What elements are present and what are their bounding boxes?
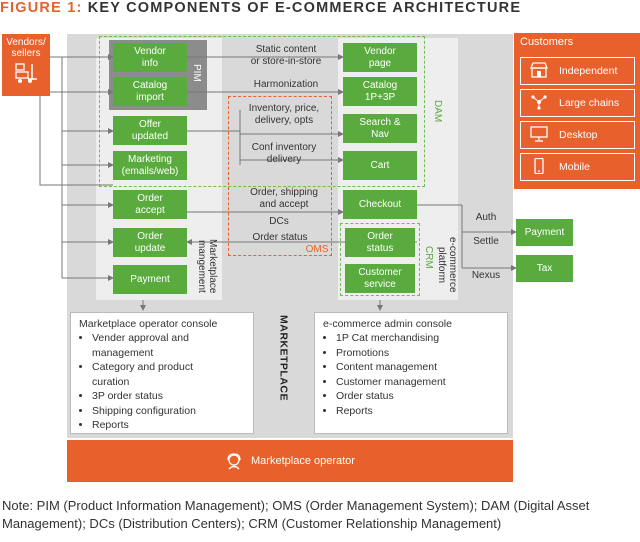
- forklift-icon: [15, 63, 37, 83]
- vendors-label: Vendors/ sellers: [6, 37, 46, 59]
- ecommerce-platform-tag: e-commerce platform: [436, 237, 458, 293]
- vendor-info-label: Vendor info: [134, 46, 166, 69]
- order-status-label: Order status: [366, 231, 394, 254]
- admin-console-item: 1P Cat merchandising: [336, 331, 499, 345]
- dam-group: [99, 36, 425, 187]
- storefront-icon: [527, 61, 551, 81]
- marketplace-payment-box: Payment: [113, 265, 187, 294]
- customer-desktop-label: Desktop: [559, 129, 598, 141]
- figure-title-prefix: FIGURE 1:: [0, 0, 83, 16]
- customer-desktop: Desktop: [520, 121, 635, 149]
- headset-person-icon: [225, 452, 243, 470]
- flow-label-static: Static content or store-in-store: [250, 44, 322, 67]
- catalog-import-label: Catalog import: [132, 80, 168, 103]
- tax-box: Tax: [516, 255, 573, 282]
- crm-group: [340, 223, 420, 296]
- marketplace-operator-label: Marketplace operator: [251, 455, 355, 467]
- flow-label-order-shipping: Order, shipping and accept: [250, 187, 318, 210]
- dam-tag: DAM: [432, 100, 443, 123]
- customer-service-label: Customer service: [358, 267, 402, 290]
- admin-console-item: Promotions: [336, 346, 499, 360]
- flow-label-inventory: Inventory, price, delivery, opts: [248, 103, 320, 126]
- marketplace-operator-bar: Marketplace operator: [67, 440, 513, 482]
- operator-console-title: Marketplace operator console: [79, 318, 218, 330]
- flow-label-dcs: DCs: [269, 216, 289, 227]
- payment-provider-label: Payment: [524, 226, 565, 238]
- admin-console-item: Reports: [336, 404, 499, 418]
- admin-console-item: Customer management: [336, 375, 499, 389]
- oms-group: [228, 96, 332, 256]
- flow-label-harmonization: Harmonization: [253, 79, 319, 90]
- checkout-label: Checkout: [358, 198, 402, 210]
- oms-tag: OMS: [305, 244, 329, 255]
- operator-console-item: Category and product curation: [92, 360, 245, 389]
- admin-console-title: e-commerce admin console: [323, 318, 452, 330]
- catalog-import-box: Catalog import: [113, 77, 187, 106]
- flow-label-nexus: Nexus: [471, 270, 501, 281]
- customer-mobile: Mobile: [520, 153, 635, 181]
- search-nav-label: Search & Nav: [359, 117, 401, 140]
- marketplace-payment-label: Payment: [130, 273, 170, 285]
- customers-title: Customers: [520, 36, 574, 48]
- marketing-box: Marketing (emails/web): [113, 151, 187, 180]
- flow-label-conf-inventory: Conf inventory delivery: [251, 142, 317, 165]
- vendors-box: Vendors/ sellers: [2, 34, 50, 96]
- monitor-icon: [527, 125, 551, 145]
- payment-provider-box: Payment: [516, 219, 573, 246]
- admin-console: e-commerce admin console 1P Cat merchand…: [314, 312, 508, 434]
- flow-label-auth: Auth: [475, 212, 497, 223]
- figure-title: FIGURE 1: KEY COMPONENTS OF E-COMMERCE A…: [0, 0, 521, 16]
- vendor-info-box: Vendor info: [113, 43, 187, 72]
- vendor-page-box: Vendor page: [343, 43, 417, 72]
- offer-updated-label: Offer updated: [131, 119, 169, 142]
- customer-independent-label: Independent: [559, 65, 618, 77]
- footnote: Note: PIM (Product Information Managemen…: [2, 498, 590, 531]
- customer-large-chains-label: Large chains: [559, 97, 620, 109]
- admin-console-item: Content management: [336, 360, 499, 374]
- catalog-1p3p-label: Catalog 1P+3P: [362, 80, 398, 103]
- customer-mobile-label: Mobile: [559, 161, 590, 173]
- marketplace-tag: MARKETPLACE: [277, 315, 290, 401]
- cart-box: Cart: [343, 151, 417, 180]
- operator-console-item: Shipping configuration: [92, 404, 245, 418]
- marketplace-management-tag: Marketplace mangement: [196, 238, 218, 294]
- figure-title-text: KEY COMPONENTS OF E-COMMERCE ARCHITECTUR…: [87, 0, 522, 16]
- order-update-box: Order update: [113, 228, 187, 257]
- order-update-label: Order update: [134, 231, 166, 254]
- search-nav-box: Search & Nav: [343, 114, 417, 143]
- order-accept-box: Order accept: [113, 190, 187, 219]
- order-status-box: Order status: [345, 228, 415, 257]
- customer-service-box: Customer service: [345, 264, 415, 293]
- order-accept-label: Order accept: [135, 193, 165, 216]
- flow-label-settle: Settle: [473, 236, 499, 247]
- network-icon: [527, 94, 551, 113]
- offer-updated-box: Offer updated: [113, 116, 187, 145]
- checkout-box: Checkout: [343, 190, 417, 219]
- customer-large-chains: Large chains: [520, 89, 635, 117]
- pim-label: PIM: [191, 64, 202, 82]
- cart-label: Cart: [370, 159, 390, 171]
- catalog-1p3p-box: Catalog 1P+3P: [343, 77, 417, 106]
- crm-tag: CRM: [423, 246, 434, 269]
- admin-console-item: Order status: [336, 389, 499, 403]
- marketing-label: Marketing (emails/web): [121, 154, 179, 177]
- operator-console: Marketplace operator console Vender appr…: [70, 312, 254, 434]
- flow-label-order-status: Order status: [252, 232, 308, 243]
- vendor-page-label: Vendor page: [364, 46, 396, 69]
- customer-independent: Independent: [520, 57, 635, 85]
- tax-label: Tax: [536, 262, 553, 274]
- operator-console-item: 3P order status: [92, 389, 245, 403]
- operator-console-item: Vender approval and management: [92, 331, 245, 360]
- mobile-phone-icon: [527, 157, 551, 177]
- operator-console-item: Reports: [92, 418, 245, 432]
